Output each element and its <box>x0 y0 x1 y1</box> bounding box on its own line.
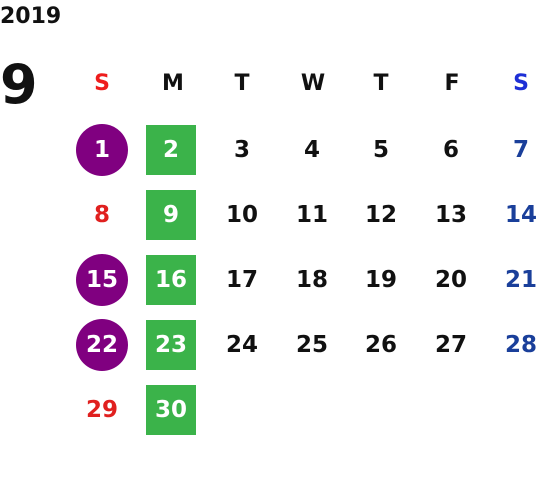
day-circled: 22 <box>76 319 128 371</box>
week-row-1: 1 2 3 4 5 6 7 <box>68 124 548 176</box>
day-circled: 15 <box>76 254 128 306</box>
weekday-mon: M <box>162 70 184 96</box>
day-cell[interactable]: 16 <box>145 255 197 305</box>
day-cell[interactable]: 3 <box>233 137 250 163</box>
day-cell[interactable]: 2 <box>145 125 197 175</box>
day-cell[interactable]: 18 <box>295 267 328 293</box>
week-row-5: 29 30 <box>68 385 548 435</box>
day-boxed: 2 <box>146 125 196 175</box>
week-row-2: 8 9 10 11 12 13 14 <box>68 190 548 240</box>
weekday-thu: T <box>373 70 389 96</box>
day-cell[interactable]: 19 <box>364 267 397 293</box>
weekday-header-row: S M T W T F S <box>68 58 548 108</box>
day-boxed: 30 <box>146 385 196 435</box>
day-cell[interactable]: 27 <box>434 332 467 358</box>
day-boxed: 9 <box>146 190 196 240</box>
day-cell[interactable]: 8 <box>93 202 110 228</box>
day-cell[interactable]: 22 <box>76 319 128 371</box>
day-circled: 1 <box>76 124 128 176</box>
day-cell[interactable]: 12 <box>364 202 397 228</box>
day-cell[interactable]: 14 <box>504 202 537 228</box>
day-cell[interactable]: 17 <box>225 267 258 293</box>
day-cell[interactable]: 23 <box>145 320 197 370</box>
day-cell[interactable]: 24 <box>225 332 258 358</box>
day-cell[interactable]: 30 <box>145 385 197 435</box>
weekday-fri: F <box>444 70 460 96</box>
day-cell[interactable]: 9 <box>145 190 197 240</box>
day-cell[interactable]: 4 <box>303 137 320 163</box>
day-cell[interactable]: 20 <box>434 267 467 293</box>
day-cell[interactable]: 25 <box>295 332 328 358</box>
day-cell[interactable]: 7 <box>512 137 529 163</box>
calendar-month: 9 <box>0 53 38 116</box>
week-row-4: 22 23 24 25 26 27 28 <box>68 319 548 371</box>
day-cell[interactable]: 21 <box>504 267 537 293</box>
week-row-3: 15 16 17 18 19 20 21 <box>68 254 548 306</box>
day-boxed: 23 <box>146 320 196 370</box>
day-cell[interactable]: 15 <box>76 254 128 306</box>
day-cell[interactable]: 29 <box>85 397 118 423</box>
weekday-sat: S <box>513 70 529 96</box>
weekday-tue: T <box>234 70 250 96</box>
day-cell[interactable]: 6 <box>442 137 459 163</box>
weekday-sun: S <box>94 70 110 96</box>
calendar-year: 2019 <box>0 4 62 29</box>
day-cell[interactable]: 10 <box>225 202 258 228</box>
weekday-wed: W <box>300 70 326 96</box>
day-cell[interactable]: 5 <box>372 137 389 163</box>
day-cell[interactable]: 28 <box>504 332 537 358</box>
day-cell[interactable]: 13 <box>434 202 467 228</box>
day-cell[interactable]: 26 <box>364 332 397 358</box>
day-cell[interactable]: 1 <box>76 124 128 176</box>
day-boxed: 16 <box>146 255 196 305</box>
day-cell[interactable]: 11 <box>295 202 328 228</box>
